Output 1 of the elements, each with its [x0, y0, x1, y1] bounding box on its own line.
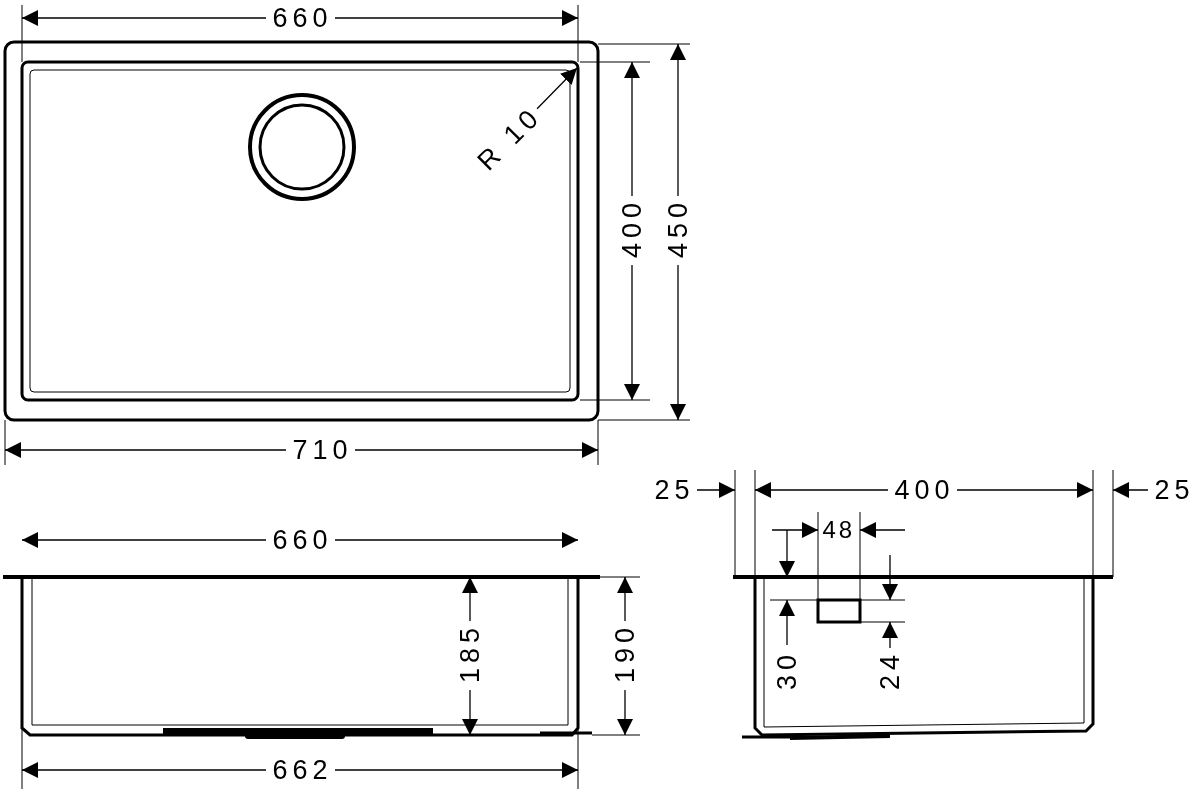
dimension-label: 48	[822, 518, 856, 542]
